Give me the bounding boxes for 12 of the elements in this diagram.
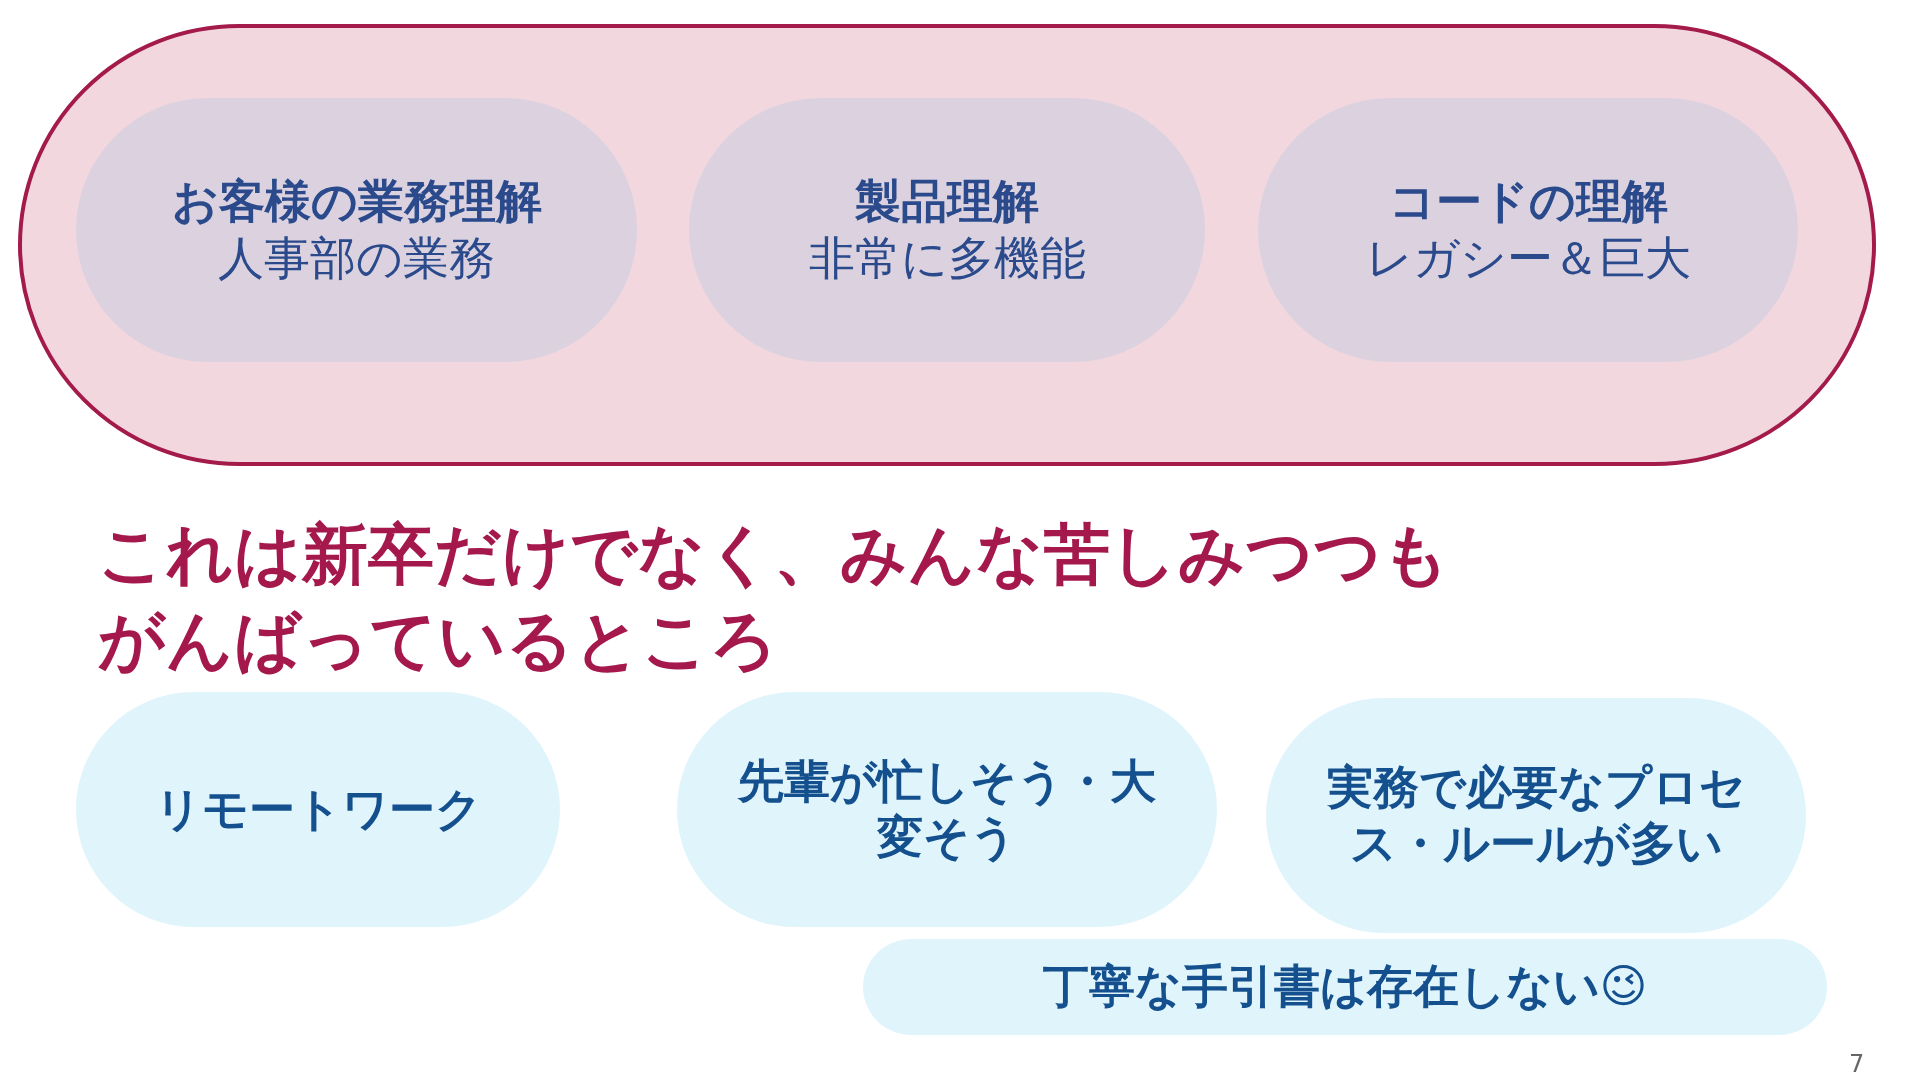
- pill-label: 先輩が忙しそう・大変そう: [736, 754, 1157, 865]
- pill-body: 人事部の業務: [218, 230, 495, 287]
- pill-heading: 製品理解: [855, 172, 1039, 230]
- pill-label: リモートワーク: [154, 781, 482, 838]
- headline: これは新卒だけでなく、みんな苦しみつつもがんばっているところ: [98, 515, 1451, 681]
- pill-heading: コードの理解: [1388, 172, 1668, 230]
- pill-body: 非常に多機能: [808, 230, 1086, 287]
- pill-heading: お客様の業務理解: [171, 172, 542, 230]
- pill-label: 実務で必要なプロセス・ルールが多い: [1325, 760, 1747, 871]
- pill-label: 丁寧な手引書は存在しない😉: [1042, 959, 1648, 1015]
- page-number: 7: [1849, 1050, 1865, 1078]
- pill-body: レガシー＆巨大: [1365, 230, 1691, 287]
